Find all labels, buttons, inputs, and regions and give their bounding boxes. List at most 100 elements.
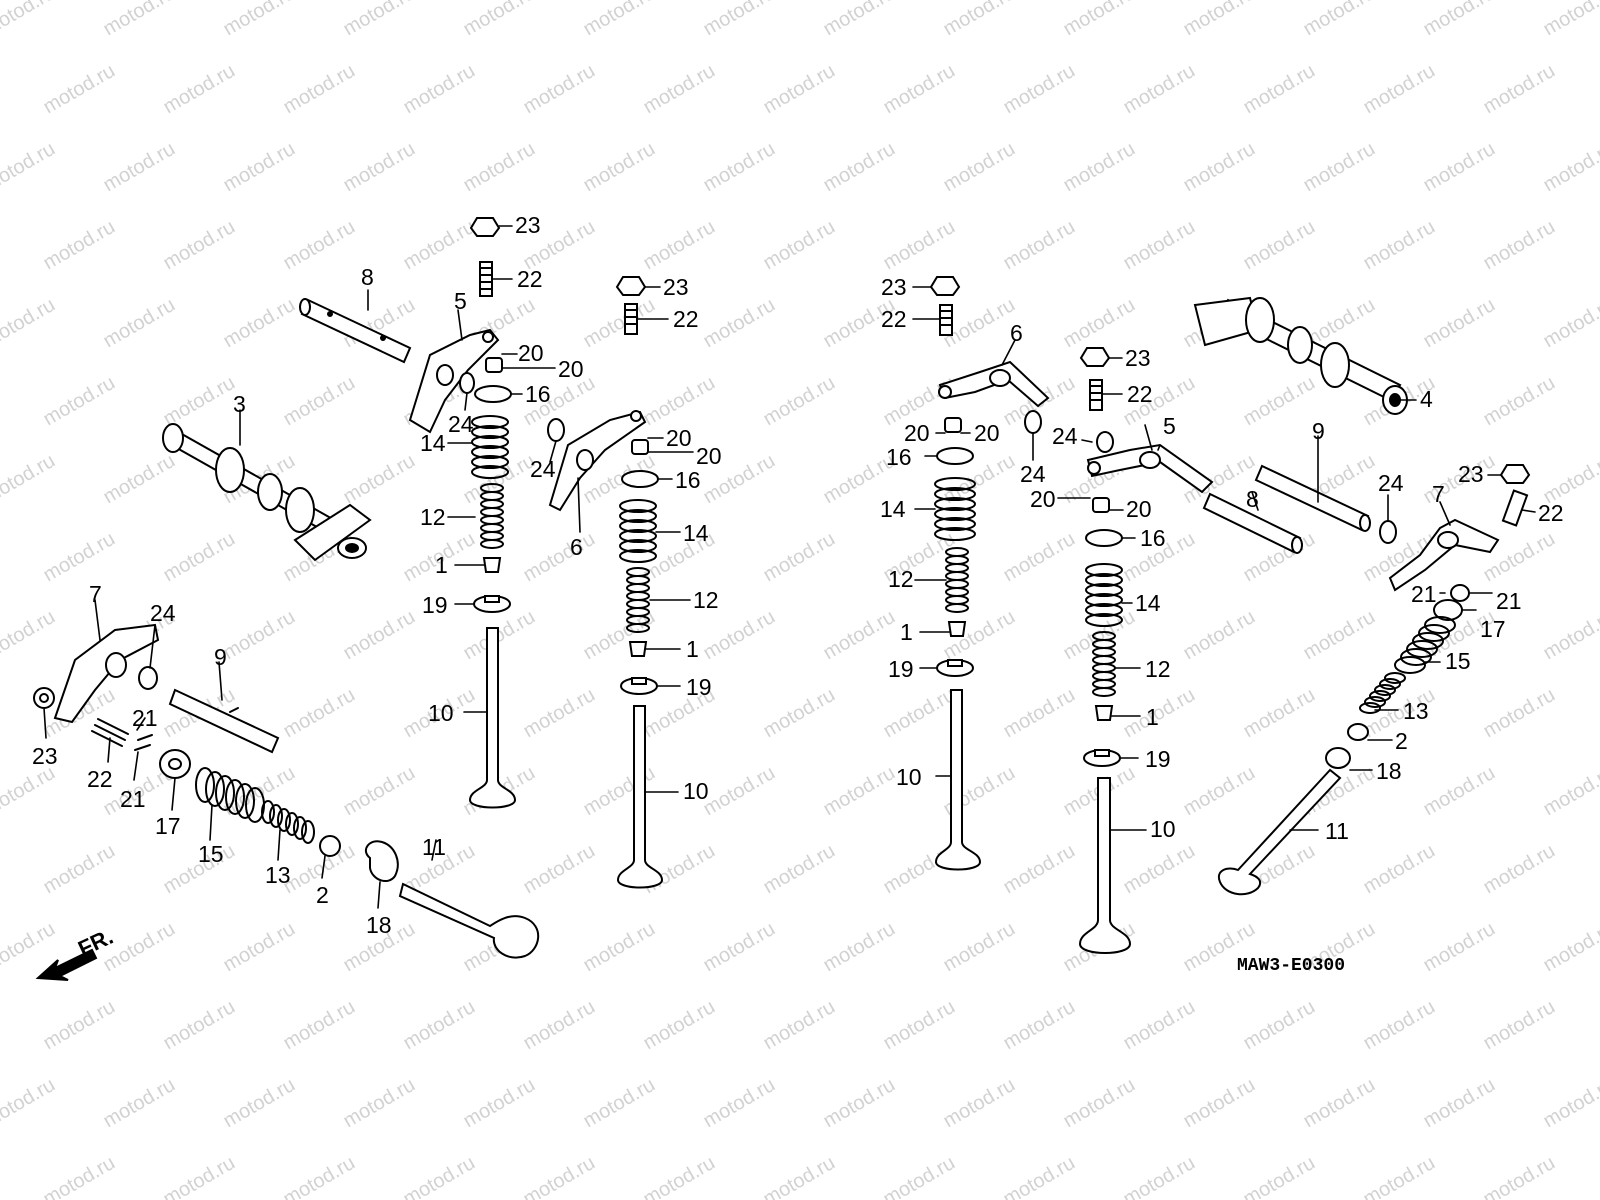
callout-24: 24 (448, 411, 474, 437)
callout-23: 23 (515, 212, 541, 238)
callout-16: 16 (1140, 525, 1166, 551)
callout-10: 10 (1150, 816, 1176, 842)
left-side-spring-13 (261, 800, 315, 844)
callout-18: 18 (366, 912, 392, 938)
callout-20: 20 (696, 443, 722, 469)
valve-springs (195, 415, 1456, 844)
callout-24: 24 (1052, 423, 1078, 449)
callout-22: 22 (673, 306, 699, 332)
callout-22: 22 (1127, 381, 1153, 407)
callout-7: 7 (89, 581, 102, 607)
callout-22: 22 (1538, 500, 1564, 526)
callout-2: 2 (316, 882, 329, 908)
callout-23: 23 (881, 274, 907, 300)
callout-23: 23 (32, 743, 58, 769)
right-side-spring-15 (1394, 616, 1456, 674)
callout-9: 9 (1312, 418, 1325, 444)
right-inner-spring-b (1092, 631, 1116, 697)
callout-12: 12 (1145, 656, 1171, 682)
callout-12: 12 (888, 566, 914, 592)
callout-24: 24 (530, 456, 556, 482)
callout-20: 20 (666, 425, 692, 451)
callout-16: 16 (675, 467, 701, 493)
callout-10: 10 (428, 700, 454, 726)
left-camshaft (162, 423, 372, 562)
rocker-shafts (168, 298, 1371, 754)
callout-21: 21 (120, 786, 146, 812)
callout-21: 21 (132, 705, 158, 731)
leader-lines (43, 225, 1536, 909)
callout-2: 2 (1395, 728, 1408, 754)
front-arrow-icon (35, 948, 98, 981)
valve-keepers-and-seals (319, 557, 1369, 883)
left-inner-spring-a (480, 483, 504, 549)
right-inner-spring-a (945, 547, 969, 613)
right-side-spring-13 (1359, 672, 1406, 714)
callout-16: 16 (886, 444, 912, 470)
callout-5: 5 (454, 288, 467, 314)
callout-1: 1 (900, 619, 913, 645)
callout-20: 20 (518, 340, 544, 366)
callout-5: 5 (1163, 413, 1176, 439)
callout-9: 9 (214, 644, 227, 670)
right-outer-spring-a (934, 477, 976, 541)
small-parts (134, 357, 1470, 779)
callout-15: 15 (198, 841, 224, 867)
callout-24: 24 (1020, 461, 1046, 487)
callout-4: 4 (1420, 386, 1433, 412)
callout-12: 12 (693, 587, 719, 613)
callout-23: 23 (1125, 345, 1151, 371)
callout-18: 18 (1376, 758, 1402, 784)
callout-21: 21 (1411, 581, 1437, 607)
callout-14: 14 (880, 496, 906, 522)
callout-16: 16 (525, 381, 551, 407)
callout-20: 20 (558, 356, 584, 382)
callout-10: 10 (683, 778, 709, 804)
left-inner-spring-b (626, 567, 650, 633)
callout-10: 10 (896, 764, 922, 790)
callout-1: 1 (435, 552, 448, 578)
callout-23: 23 (663, 274, 689, 300)
callout-22: 22 (881, 306, 907, 332)
nuts-and-screws (33, 217, 1531, 747)
callout-19: 19 (686, 674, 712, 700)
diagram-code: MAW3-E0300 (1237, 956, 1346, 976)
callout-14: 14 (1135, 590, 1161, 616)
right-camshaft (1193, 296, 1408, 415)
callout-8: 8 (1246, 486, 1259, 512)
callout-1: 1 (686, 636, 699, 662)
callout-24: 24 (1378, 470, 1404, 496)
rocker-arms (53, 328, 1500, 724)
callout-19: 19 (888, 656, 914, 682)
callout-20: 20 (1030, 486, 1056, 512)
right-outer-spring-b (1085, 563, 1123, 627)
callout-12: 12 (420, 504, 446, 530)
callout-11: 11 (1325, 818, 1349, 844)
callout-15: 15 (1445, 648, 1471, 674)
callout-7: 7 (1432, 481, 1445, 507)
left-side-spring-15 (195, 767, 265, 823)
callout-1: 1 (1146, 704, 1159, 730)
left-outer-spring-a (471, 415, 509, 479)
callout-13: 13 (265, 862, 291, 888)
callout-17: 17 (1480, 616, 1506, 642)
callout-6: 6 (570, 534, 583, 560)
callout-23: 23 (1458, 461, 1484, 487)
callout-8: 8 (361, 264, 374, 290)
left-outer-spring-b (619, 499, 657, 563)
callout-17: 17 (155, 813, 181, 839)
callout-20: 20 (1126, 496, 1152, 522)
callout-20: 20 (974, 420, 1000, 446)
callout-14: 14 (683, 520, 709, 546)
callout-6: 6 (1010, 320, 1023, 346)
callout-3: 3 (233, 391, 246, 417)
callout-11: 11 (422, 834, 446, 860)
callout-19: 19 (422, 592, 448, 618)
callout-14: 14 (420, 430, 446, 456)
valves (398, 627, 1342, 959)
callout-20: 20 (904, 420, 930, 446)
callout-19: 19 (1145, 746, 1171, 772)
callout-21: 21 (1496, 588, 1522, 614)
